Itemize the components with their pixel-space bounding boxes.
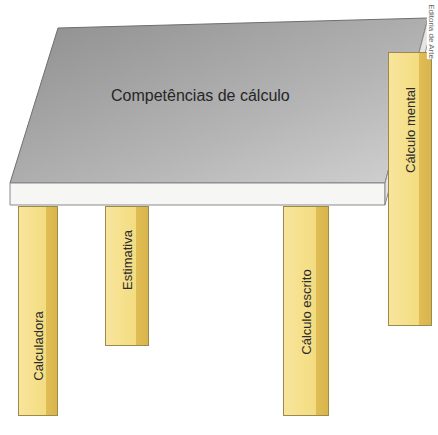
table-leg: Cálculo mental [388, 52, 432, 326]
table-leg: Estimativa [105, 206, 149, 346]
table-leg: Calculadora [18, 206, 58, 416]
credit-watermark: Editoria de Arte [427, 4, 436, 59]
leg-label: Calculadora [31, 311, 46, 380]
table-leg: Cálculo escrito [283, 206, 329, 416]
table-top: Competências de cálculo [8, 14, 434, 208]
table-top-shape [8, 14, 434, 208]
leg-label: Cálculo mental [403, 87, 418, 173]
leg-label: Cálculo escrito [299, 269, 314, 354]
leg-label: Estimativa [120, 230, 135, 290]
table-title: Competências de cálculo [111, 87, 290, 105]
